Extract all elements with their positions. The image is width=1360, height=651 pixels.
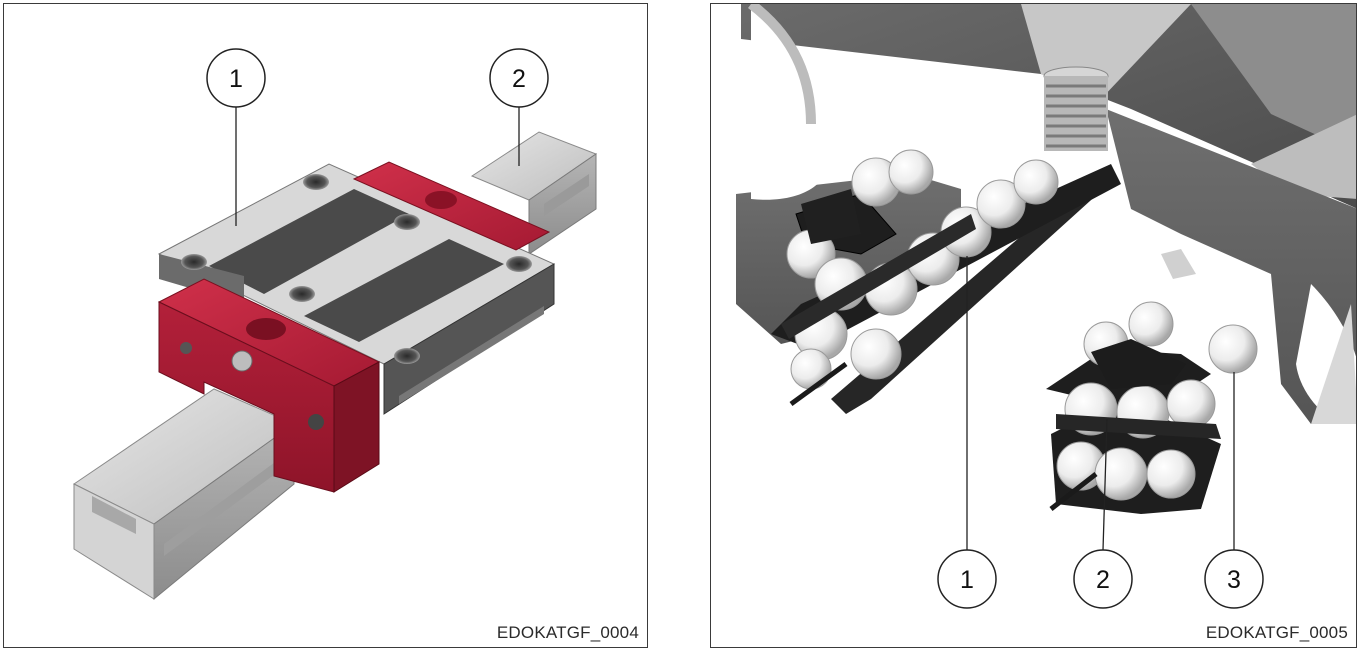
callout-1: 1	[206, 48, 266, 226]
front-end-seal	[157, 278, 381, 493]
figure-id-label: EDOKATGF_0004	[496, 623, 639, 642]
callout-2-label: 2	[1096, 566, 1110, 594]
carriage-body	[157, 163, 556, 415]
callout-1: 1	[937, 256, 997, 609]
mounting-screw	[1043, 66, 1109, 151]
figure-cutaway-recirculation: 1 2 3 EDOKATGF_0005	[710, 3, 1357, 648]
callout-2-label: 2	[512, 65, 526, 93]
carriage-illustration: 1 2	[73, 48, 598, 601]
rear-end-seal	[352, 161, 551, 251]
callout-2: 2	[1073, 418, 1133, 609]
figure-carriage-on-rail: 1 2 EDOKATGF_0004	[3, 3, 648, 648]
callout-1-label: 1	[960, 566, 974, 594]
figure-id-label: EDOKATGF_0005	[1205, 623, 1348, 642]
callout-2: 2	[489, 48, 549, 166]
callout-1-label: 1	[229, 65, 243, 93]
guide-rail-front	[73, 388, 296, 601]
guide-rail-back	[470, 131, 598, 255]
right-ball-recirculation	[1046, 249, 1258, 514]
callout-3: 3	[1204, 372, 1264, 609]
left-ball-recirculation	[771, 149, 1121, 414]
cutaway-illustration: 1 2 3	[736, 4, 1356, 609]
callout-3-label: 3	[1227, 566, 1241, 594]
